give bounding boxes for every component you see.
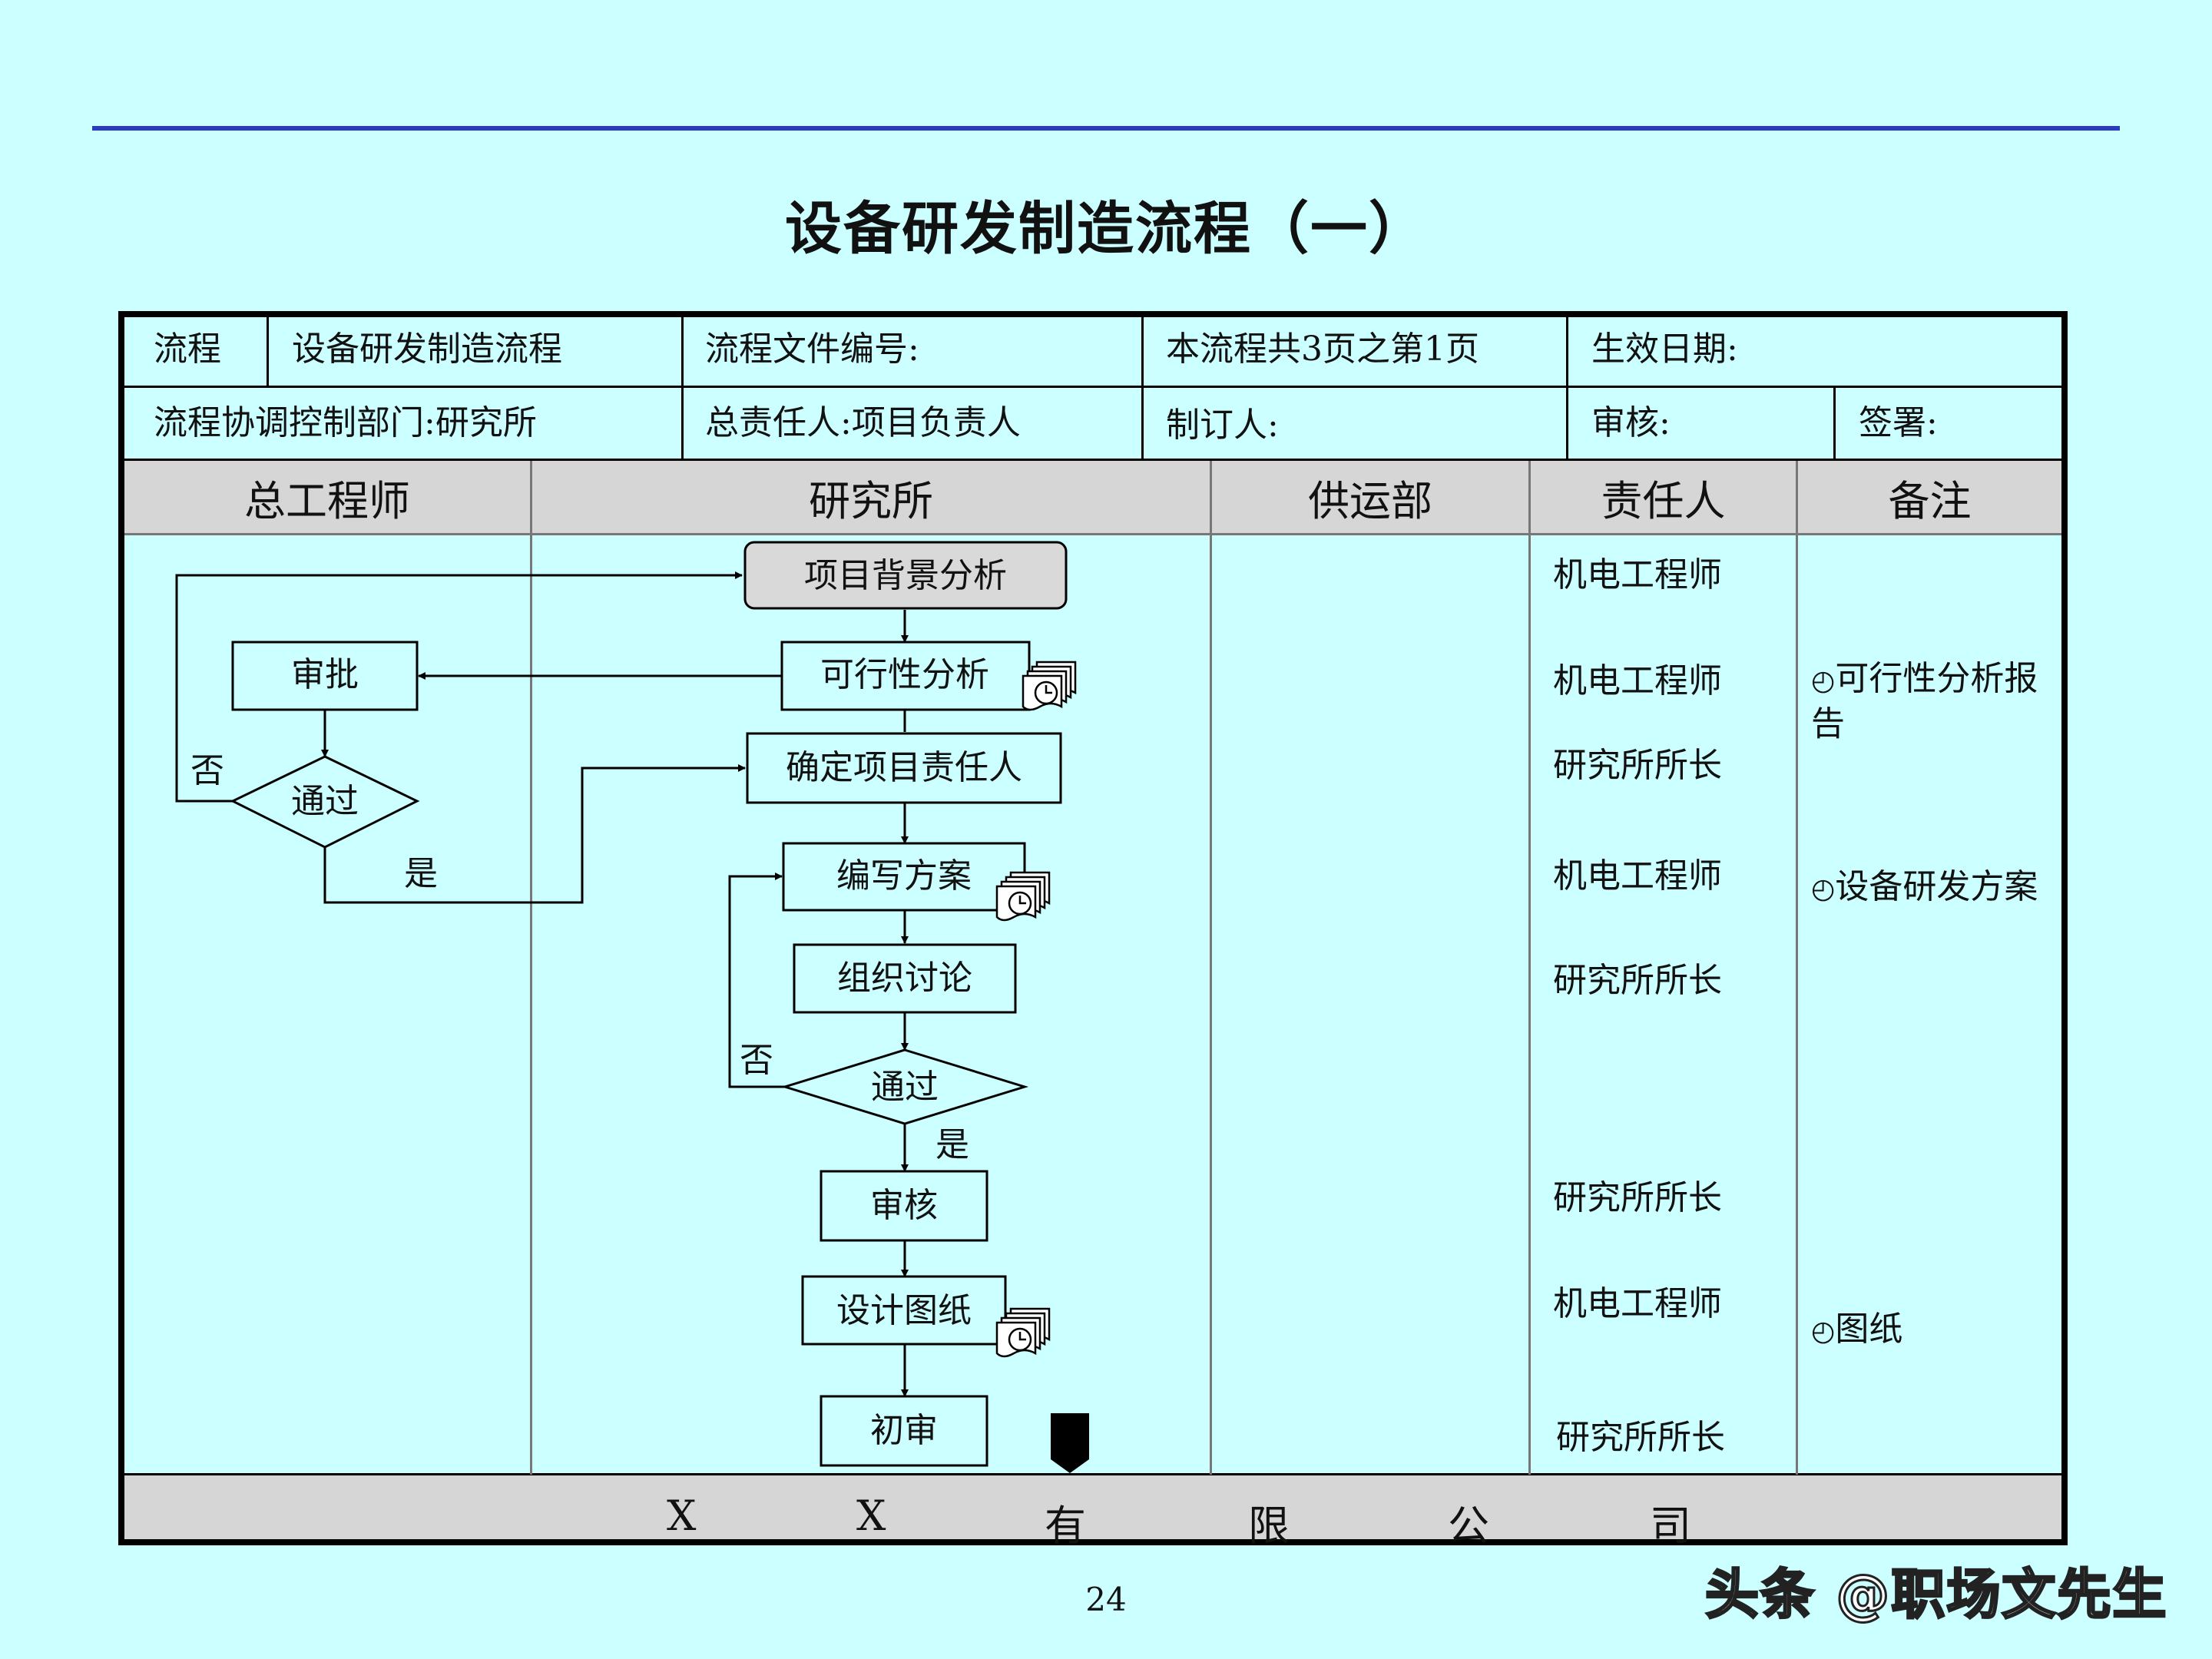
responsible-8: 研究所所长 [1556, 1418, 1725, 1457]
document-stack-icon [995, 871, 1051, 922]
footer-char-2: X [856, 1492, 886, 1540]
row-divider [124, 533, 2061, 535]
lane-divider [530, 461, 532, 1475]
node-first-review: 初审 [870, 1411, 938, 1450]
drafter: 制订人: [1166, 406, 1279, 445]
node-pass1: 通过 [291, 782, 359, 821]
lane-supply-dept: 供运部 [1308, 477, 1432, 525]
node-first-review-box [820, 1395, 988, 1467]
node-approve-box [231, 641, 419, 711]
page-number: 24 [1085, 1581, 1127, 1618]
node-write-plan: 编写方案 [836, 856, 972, 896]
node-approve: 审批 [291, 655, 359, 694]
row-divider [124, 386, 2061, 388]
note-feasibility-report: ◴可行性分析报告 [1811, 659, 2038, 743]
row-divider [124, 1473, 2061, 1475]
page-count: 本流程共3页之第1页 [1166, 329, 1479, 369]
node-discuss: 组织讨论 [837, 959, 972, 998]
document-clock-icon: ◴ [1811, 873, 1836, 905]
owner: 总责任人:项目负责人 [705, 403, 1021, 442]
process-label: 流程 [154, 329, 221, 369]
node-feasibility: 可行性分析 [820, 655, 989, 694]
edge-label-no-1: 否 [190, 751, 224, 790]
reviewer: 审核: [1591, 403, 1671, 442]
responsible-4: 机电工程师 [1553, 856, 1722, 896]
effective-date: 生效日期: [1591, 329, 1738, 369]
edge-label-yes-2: 是 [935, 1125, 969, 1164]
responsible-1: 机电工程师 [1553, 555, 1722, 594]
node-design-box [801, 1275, 1007, 1346]
col-divider [1566, 311, 1568, 461]
footer-background [124, 1475, 2061, 1539]
flow-frame [118, 311, 2068, 1545]
footer-char-4: 限 [1248, 1502, 1290, 1550]
file-number: 流程文件编号: [705, 329, 919, 369]
node-assign-box [746, 732, 1062, 804]
node-review-box [820, 1170, 988, 1242]
footer-char-3: 有 [1045, 1502, 1086, 1550]
col-divider [267, 311, 269, 386]
responsible-5: 研究所所长 [1553, 961, 1722, 1000]
node-bg-analysis-box [743, 541, 1068, 610]
footer-char-5: 公 [1448, 1502, 1489, 1550]
node-bg-analysis: 项目背景分析 [804, 556, 1007, 595]
node-design: 设计图纸 [836, 1291, 972, 1330]
row-divider [124, 459, 2061, 461]
off-page-connector-icon [1051, 1413, 1089, 1473]
lane-divider [1528, 461, 1531, 1475]
footer-char-6: 司 [1650, 1502, 1691, 1550]
lane-divider [1210, 461, 1212, 1475]
note-drawings: ◴图纸 [1811, 1310, 1903, 1349]
lane-chief-engineer: 总工程师 [244, 477, 410, 525]
edge-label-yes-1: 是 [404, 854, 438, 893]
lane-divider [1796, 461, 1798, 1475]
document-stack-icon [1022, 661, 1077, 711]
top-rule [92, 126, 2120, 131]
col-divider [1833, 386, 1836, 461]
col-divider [1141, 311, 1144, 461]
lane-responsible: 责任人 [1601, 477, 1726, 525]
signer: 签署: [1859, 403, 1938, 442]
page-title: 设备研发制造流程（一） [785, 196, 1427, 262]
responsible-7: 机电工程师 [1553, 1284, 1722, 1323]
lane-header-background [124, 461, 2061, 534]
responsible-3: 研究所所长 [1553, 746, 1722, 785]
lane-research-institute: 研究所 [809, 477, 933, 525]
process-name: 设备研发制造流程 [292, 329, 562, 369]
document-clock-icon: ◴ [1811, 665, 1836, 697]
note-design-plan: ◴设备研发方案 [1811, 867, 2038, 906]
responsible-2: 机电工程师 [1553, 661, 1722, 700]
edge-label-no-2: 否 [740, 1041, 773, 1080]
node-assign: 确定项目责任人 [786, 748, 1022, 787]
lane-notes: 备注 [1888, 477, 1972, 525]
footer-char-1: X [667, 1492, 697, 1540]
col-divider [681, 311, 684, 461]
node-pass1-diamond [230, 755, 420, 849]
node-pass2-diamond [780, 1048, 1029, 1125]
responsible-6: 研究所所长 [1553, 1178, 1722, 1217]
control-department: 流程协调控制部门:研究所 [154, 403, 537, 442]
node-review: 审核 [870, 1186, 938, 1225]
document-clock-icon: ◴ [1811, 1316, 1836, 1347]
watermark: 头条 @职场文先生 [1704, 1562, 2168, 1628]
node-discuss-box [793, 943, 1017, 1014]
node-pass2: 通过 [871, 1068, 939, 1107]
